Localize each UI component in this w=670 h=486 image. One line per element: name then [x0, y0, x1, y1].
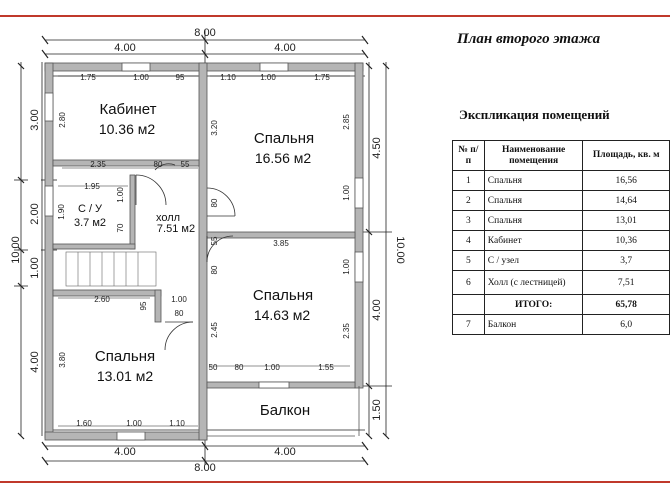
room-su-name: С / У: [78, 203, 103, 215]
svg-text:80: 80: [175, 309, 184, 318]
table-header-row: № п/п Наименование помещения Площадь, кв…: [452, 140, 670, 171]
dim-label-b2b3: 1.55: [318, 363, 334, 372]
dim-label-ro1: 4.00: [371, 299, 383, 320]
bottom-divider: [0, 481, 670, 483]
svg-text:1.00: 1.00: [342, 185, 351, 201]
svg-text:1.00: 1.00: [171, 295, 187, 304]
table-row: 1 Спальня 16,56: [452, 170, 670, 191]
room-bedroom-ne-area: 16.56 м2: [255, 150, 312, 166]
dim-label-tl0: 1.75: [80, 73, 96, 82]
header-num: № п/п: [452, 140, 485, 171]
svg-text:2.60: 2.60: [94, 295, 110, 304]
dimension-lines: [14, 30, 392, 466]
outer-walls: [44, 62, 364, 441]
dim-label-kb2: 55: [181, 160, 190, 169]
room-hall-name: холл: [156, 212, 180, 224]
svg-text:95: 95: [139, 301, 148, 310]
svg-text:2.80: 2.80: [58, 112, 67, 128]
dim-label-lo1: 2.00: [29, 203, 41, 224]
room-su-area: 3.7 м2: [74, 217, 106, 229]
table-balcony-row: 7 Балкон 6,0: [452, 314, 670, 335]
dim-label-b2b0: 50: [209, 363, 218, 372]
svg-text:3.85: 3.85: [273, 239, 289, 248]
room-balcony-name: Балкон: [260, 402, 310, 419]
windows: [44, 62, 364, 441]
small-dimension-labels: 1.75 1.00 95 1.10 1.00 1.75 1.60 1.00 1.…: [57, 73, 351, 428]
room-bedroom-sw-name: Спальня: [95, 348, 155, 365]
dim-label-lo3: 4.00: [29, 351, 41, 372]
svg-text:3.20: 3.20: [210, 120, 219, 136]
table-row: 6 Холл (с лестницей) 7,51: [452, 270, 670, 295]
room-labels: Кабинет 10.36 м2 Спальня 16.56 м2 С / У …: [74, 101, 314, 419]
dim-label-ro0: 4.50: [371, 137, 383, 158]
dim-overall-bottom: 8.00: [194, 462, 215, 474]
header-area: Площадь, кв. м: [582, 140, 670, 171]
dim-bottom-left: 4.00: [114, 446, 135, 458]
dim-label-lo2: 1.00: [29, 257, 41, 278]
room-bedroom-e-area: 14.63 м2: [254, 307, 311, 323]
dim-label-tl2: 95: [176, 73, 185, 82]
table-row: 4 Кабинет 10,36: [452, 230, 670, 251]
room-hall-area: 7.51 м2: [157, 223, 195, 235]
top-divider: [0, 15, 670, 17]
svg-text:55: 55: [210, 236, 219, 245]
svg-text:2.35: 2.35: [342, 323, 351, 339]
dim-bottom-right: 4.00: [274, 446, 295, 458]
svg-text:1.90: 1.90: [57, 204, 66, 220]
svg-text:1.00: 1.00: [116, 187, 125, 203]
dim-overall-top: 8.00: [194, 27, 215, 39]
room-bedroom-e-name: Спальня: [253, 287, 313, 304]
dim-label-bl0: 1.60: [76, 419, 92, 428]
svg-text:70: 70: [116, 223, 125, 232]
dim-label-bl2: 1.10: [169, 419, 185, 428]
dim-top-left: 4.00: [114, 42, 135, 54]
dim-label-lo0: 3.00: [29, 109, 41, 130]
dim-label-tr0: 1.10: [220, 73, 236, 82]
room-bedroom-sw-area: 13.01 м2: [97, 368, 154, 384]
dim-label-tl1: 1.00: [133, 73, 149, 82]
dimension-labels: 8.00 4.00 4.00 4.00 4.00 8.00 10.00 10.0…: [10, 27, 406, 474]
header-name: Наименование помещения: [483, 140, 584, 171]
dim-label-bl1: 1.00: [126, 419, 142, 428]
svg-text:3.80: 3.80: [58, 352, 67, 368]
svg-text:1.00: 1.00: [342, 259, 351, 275]
dim-label-ro2: 1.50: [371, 399, 383, 420]
svg-text:2.85: 2.85: [342, 114, 351, 130]
dim-overall-right: 10.00: [394, 236, 406, 264]
inner-dimension-lines: [58, 75, 350, 427]
stairs: [65, 251, 157, 287]
room-bedroom-ne-name: Спальня: [254, 130, 314, 147]
balcony-rail: [207, 386, 360, 437]
door-swings: [135, 163, 236, 351]
dim-label-b2b2: 1.00: [264, 363, 280, 372]
floor-plan: 8.00 4.00 4.00 4.00 4.00 8.00 10.00 10.0…: [10, 27, 406, 474]
svg-text:80: 80: [210, 265, 219, 274]
room-kabinet-name: Кабинет: [99, 101, 156, 118]
page-title: План второго этажа: [457, 31, 601, 47]
svg-text:2.45: 2.45: [210, 322, 219, 338]
room-kabinet-area: 10.36 м2: [99, 121, 156, 137]
explication-title: Экспликация помещений: [459, 107, 610, 122]
svg-text:1.95: 1.95: [84, 182, 100, 191]
table-row: 2 Спальня 14,64: [452, 190, 670, 211]
dim-label-b2b1: 80: [235, 363, 244, 372]
dim-label-kb1: 80: [154, 160, 163, 169]
table-total-row: ИТОГО: 65,78: [452, 294, 670, 315]
dim-top-right: 4.00: [274, 42, 295, 54]
svg-text:80: 80: [210, 198, 219, 207]
dim-overall-left: 10.00: [10, 236, 22, 264]
explication-table: № п/п Наименование помещения Площадь, кв…: [452, 140, 670, 335]
table-row: 5 С / узел 3,7: [452, 250, 670, 271]
table-row: 3 Спальня 13,01: [452, 210, 670, 231]
dim-label-tr2: 1.75: [314, 73, 330, 82]
dim-label-kb0: 2.35: [90, 160, 106, 169]
dim-label-tr1: 1.00: [260, 73, 276, 82]
